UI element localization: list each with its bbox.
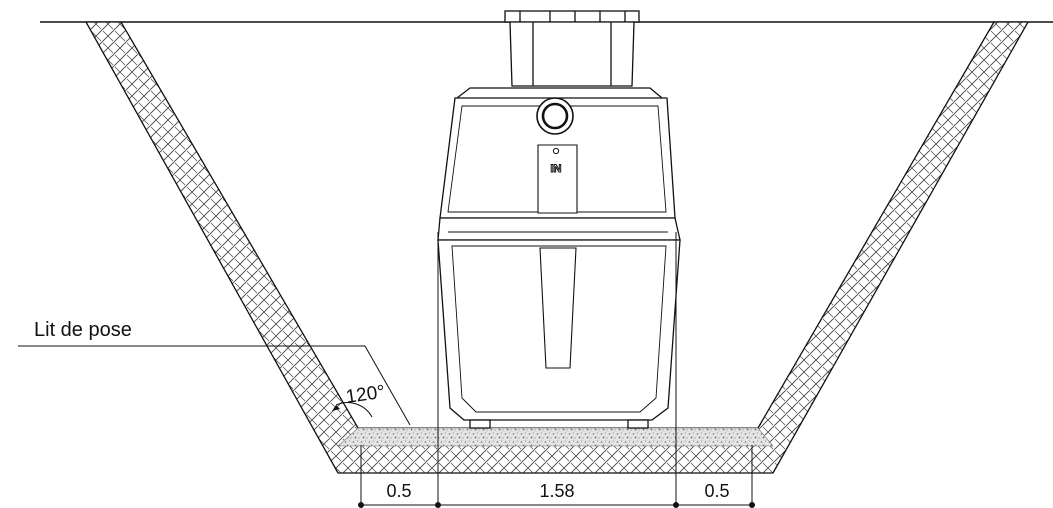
dimension-right-clearance: 0.5 — [704, 481, 730, 501]
tank-foot-left — [469, 419, 491, 429]
bedding-label: Lit de pose — [34, 319, 132, 341]
bedding-layer — [337, 427, 774, 447]
dimension-lines — [358, 232, 755, 508]
bedding-leader — [18, 345, 411, 426]
tank-foot-right — [627, 419, 649, 429]
angle-arc — [335, 402, 373, 418]
tank — [437, 10, 681, 429]
tank-cover — [504, 10, 640, 23]
tank-riser — [509, 21, 635, 87]
inlet-label: IN — [551, 163, 562, 175]
inlet-marker-dot — [552, 147, 560, 155]
dimension-left-clearance: 0.5 — [386, 481, 412, 501]
excavation-backfill — [85, 21, 1029, 474]
dimension-tank-width: 1.58 — [539, 481, 575, 501]
